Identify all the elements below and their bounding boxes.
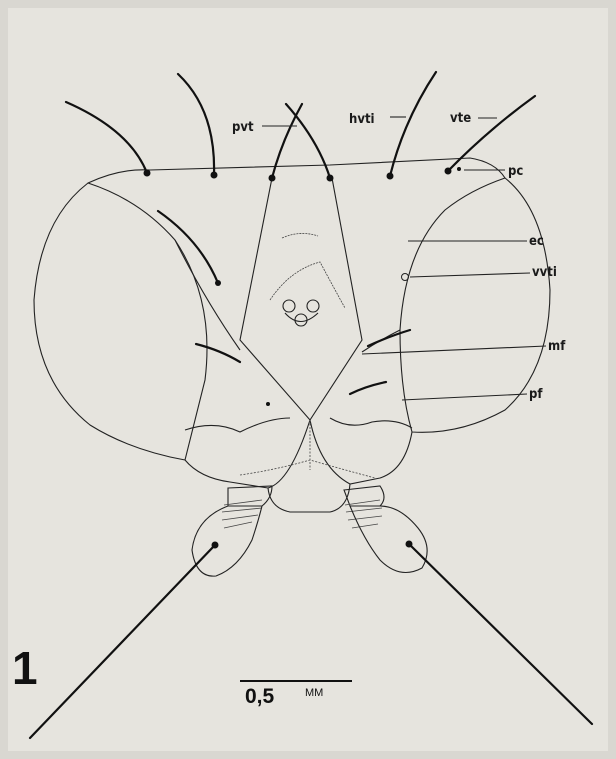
scale-bar-unit: MM: [305, 687, 323, 699]
label-pf: pf: [529, 387, 543, 402]
label-pvt: pvt: [232, 120, 254, 135]
label-ec: ec: [529, 234, 544, 249]
scale-bar-value: 0,5: [245, 685, 275, 708]
small-seta: [266, 402, 270, 406]
label-hvti: hvti: [349, 112, 375, 127]
label-vvti: vvti: [532, 265, 557, 280]
label-vte: vte: [450, 111, 471, 126]
label-pc: pc: [508, 164, 523, 179]
figure-number: 1: [12, 642, 38, 694]
label-mf: mf: [548, 339, 566, 354]
